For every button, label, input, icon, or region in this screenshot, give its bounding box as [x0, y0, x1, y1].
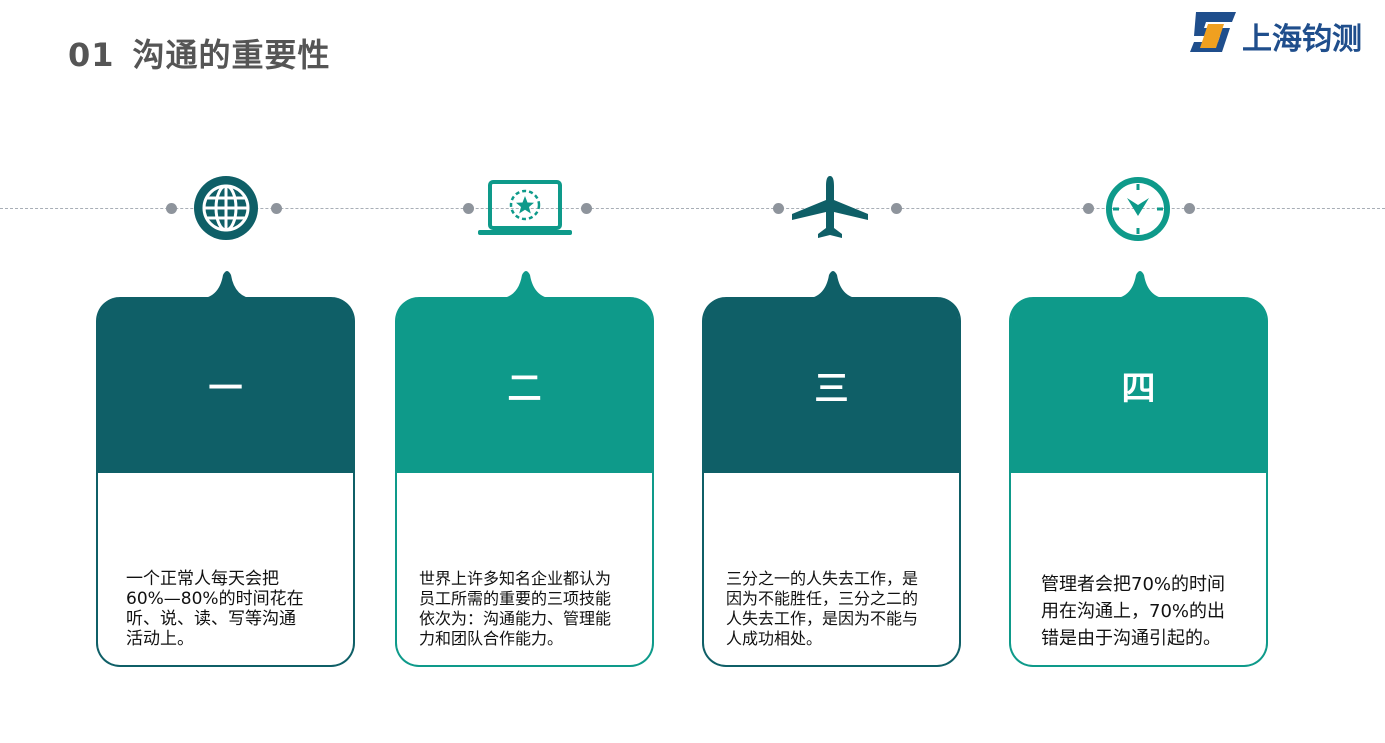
- timeline-dot: [1083, 203, 1094, 214]
- compass-icon: [1106, 177, 1170, 241]
- card-1: 一 一个正常人每天会把 60%—80%的时间花在 听、说、读、写等沟通 活动上。: [96, 271, 355, 667]
- card-text-line: 员工所需的重要的三项技能: [419, 589, 612, 608]
- card-4: 四 管理者会把70%的时间 用在沟通上，70%的出 错是由于沟通引起的。: [1009, 271, 1268, 667]
- card-text-line: 用在沟通上，70%的出: [1041, 601, 1226, 622]
- logo-text: 上海钧测: [1242, 22, 1362, 57]
- card-text-line: 听、说、读、写等沟通: [126, 609, 296, 629]
- card-text: 三分之一的人失去工作，是 因为不能胜任，三分之二的 人失去工作，是因为不能与 人…: [726, 569, 949, 649]
- page-title: 01 沟通的重要性: [68, 30, 331, 76]
- timeline-dot: [463, 203, 474, 214]
- card-text: 管理者会把70%的时间 用在沟通上，70%的出 错是由于沟通引起的。: [1041, 571, 1252, 652]
- card-text-line: 活动上。: [126, 629, 194, 649]
- card-number: 三: [814, 368, 849, 409]
- section-number: 01: [68, 36, 115, 74]
- card-number: 四: [1121, 368, 1156, 409]
- laptop-star-icon: [478, 180, 572, 235]
- card-2: 二 世界上许多知名企业都认为 员工所需的重要的三项技能 依次为：沟通能力、管理能…: [395, 271, 654, 667]
- globe-icon: [194, 176, 258, 240]
- card-text-line: 世界上许多知名企业都认为: [419, 569, 612, 588]
- card-header: [98, 297, 353, 473]
- card-number: 一: [208, 368, 243, 409]
- card-number: 二: [507, 368, 542, 409]
- timeline-dot: [891, 203, 902, 214]
- card-text: 一个正常人每天会把 60%—80%的时间花在 听、说、读、写等沟通 活动上。: [126, 569, 331, 649]
- timeline-dot: [166, 203, 177, 214]
- card-text-line: 一个正常人每天会把: [126, 569, 279, 589]
- timeline-line: [0, 208, 1385, 209]
- card-3: 三 三分之一的人失去工作，是 因为不能胜任，三分之二的 人失去工作，是因为不能与…: [702, 271, 961, 667]
- timeline-dot: [1184, 203, 1195, 214]
- card-text-line: 三分之一的人失去工作，是: [726, 569, 919, 588]
- card-text-line: 管理者会把70%的时间: [1041, 574, 1226, 595]
- card-notch: [1110, 271, 1170, 299]
- card-text: 世界上许多知名企业都认为 员工所需的重要的三项技能 依次为：沟通能力、管理能 力…: [419, 569, 642, 649]
- card-text-line: 人成功相处。: [726, 629, 823, 648]
- card-text-line: 力和团队合作能力。: [419, 629, 564, 648]
- card-text-line: 错是由于沟通引起的。: [1041, 628, 1221, 649]
- card-notch: [496, 271, 556, 299]
- timeline-dot: [773, 203, 784, 214]
- timeline-dot: [581, 203, 592, 214]
- airplane-icon: [792, 176, 868, 238]
- card-text-line: 人失去工作，是因为不能与: [726, 609, 919, 628]
- card-text-line: 60%—80%的时间花在: [126, 589, 304, 609]
- card-notch: [197, 271, 257, 299]
- card-header: [704, 297, 959, 473]
- section-title: 沟通的重要性: [132, 36, 331, 74]
- card-notch: [803, 271, 863, 299]
- card-header: [1011, 297, 1266, 473]
- card-text-line: 因为不能胜任，三分之二的: [726, 589, 919, 608]
- timeline-dot: [271, 203, 282, 214]
- logo-mark-icon: [1190, 12, 1236, 52]
- card-header: [397, 297, 652, 473]
- company-logo: 上海钧测: [1190, 10, 1380, 57]
- card-text-line: 依次为：沟通能力、管理能: [419, 609, 612, 628]
